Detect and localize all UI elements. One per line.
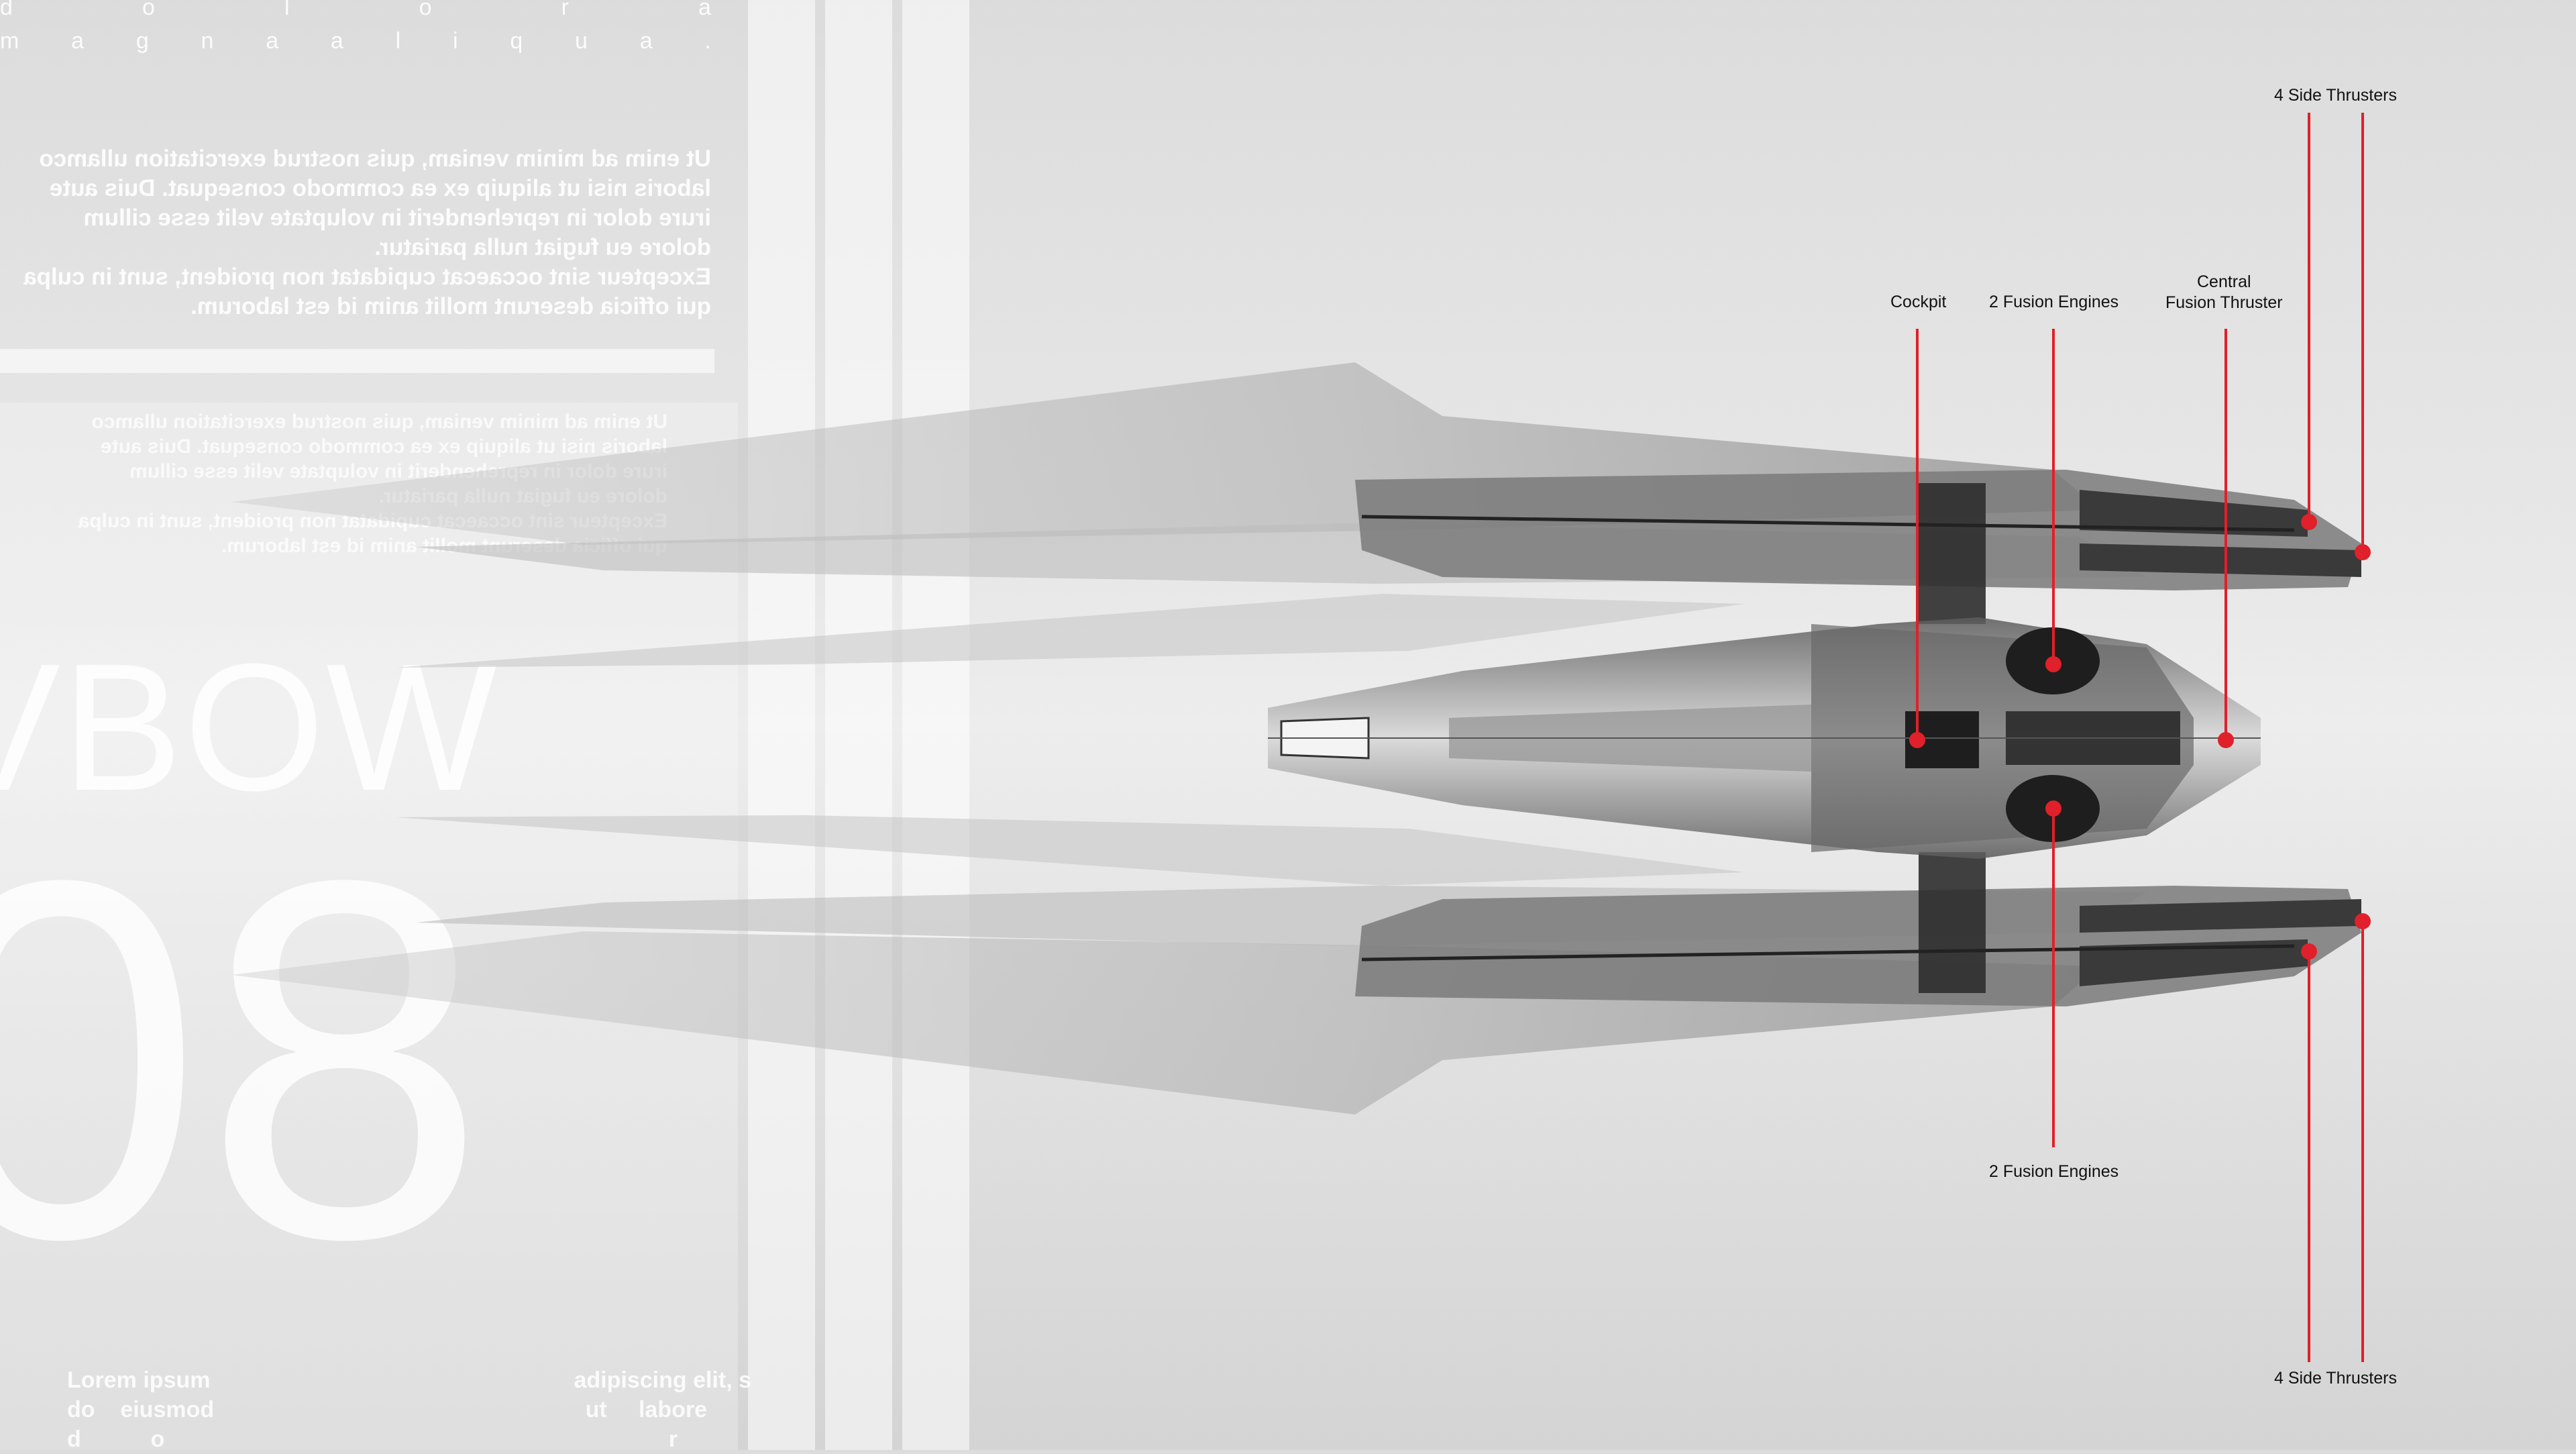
marker-top-side-thruster-1 bbox=[2301, 514, 2317, 530]
bg-stripe-1 bbox=[748, 0, 815, 1450]
label-top-fusion-engines: 2 Fusion Engines bbox=[1989, 293, 2119, 311]
marker-bottom-side-thruster-1 bbox=[2301, 943, 2317, 959]
label-bottom-side-thrusters: 4 Side Thrusters bbox=[2274, 1369, 2397, 1388]
lower-engine-pod bbox=[1355, 852, 2361, 1006]
marker-bottom-fusion-engine bbox=[2045, 800, 2061, 817]
bg-stripe-3 bbox=[902, 0, 969, 1450]
bg-white-band bbox=[0, 349, 714, 373]
callout-lines bbox=[1916, 113, 2364, 1362]
label-cockpit: Cockpit bbox=[1890, 293, 1947, 311]
label-central-thruster: Central Fusion Thruster bbox=[2165, 272, 2283, 312]
footer-right-text: adipiscing elit, s ut labore r bbox=[574, 1367, 751, 1452]
callout-markers bbox=[1909, 514, 2371, 959]
label-bottom-fusion-engines: 2 Fusion Engines bbox=[1989, 1162, 2119, 1181]
big-number: 08 bbox=[0, 775, 487, 1345]
upper-engine-pod bbox=[1355, 470, 2361, 624]
marker-central-thruster bbox=[2218, 732, 2234, 748]
bg-stripe-2 bbox=[825, 0, 892, 1450]
marker-bottom-side-thruster-2 bbox=[2355, 913, 2371, 929]
label-top-side-thrusters: 4 Side Thrusters bbox=[2274, 86, 2397, 105]
footer-left-text: Lorem ipsum do eiusmod d o bbox=[67, 1367, 215, 1452]
marker-cockpit bbox=[1909, 732, 1925, 748]
marker-top-side-thruster-2 bbox=[2355, 544, 2371, 560]
marker-top-fusion-engine bbox=[2045, 656, 2061, 672]
central-fuselage bbox=[1268, 617, 2261, 859]
big-word: VBOW bbox=[0, 627, 499, 829]
